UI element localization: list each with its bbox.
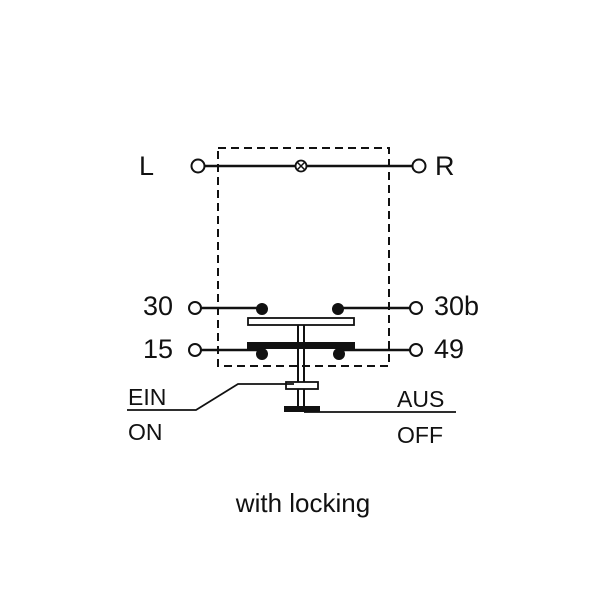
label-49: 49	[434, 334, 464, 364]
terminal-30b	[409, 301, 423, 315]
terminal-30	[188, 301, 202, 315]
upper-contact-bridge	[247, 317, 355, 326]
label-on-german: EIN	[128, 384, 166, 410]
label-30: 30	[143, 291, 173, 321]
label-l: L	[139, 151, 154, 181]
label-30b: 30b	[434, 291, 479, 321]
contact-49	[333, 348, 345, 360]
contact-15	[256, 348, 268, 360]
label-off-german: AUS	[397, 386, 444, 412]
terminal-r	[411, 158, 427, 174]
contact-30b	[332, 303, 344, 315]
terminal-15	[188, 343, 202, 357]
label-on-english: ON	[128, 419, 163, 445]
label-off-english: OFF	[397, 422, 443, 448]
on-leader-line	[127, 383, 294, 411]
contact-30	[256, 303, 268, 315]
plunger-head	[284, 406, 320, 412]
lower-contact-bridge	[247, 342, 355, 349]
label-15: 15	[143, 334, 173, 364]
terminal-l	[190, 158, 206, 174]
caption: with locking	[235, 488, 370, 518]
plunger-collar	[285, 381, 319, 390]
indicator-lamp-icon	[294, 159, 308, 173]
terminal-49	[409, 343, 423, 357]
label-r: R	[435, 151, 455, 181]
